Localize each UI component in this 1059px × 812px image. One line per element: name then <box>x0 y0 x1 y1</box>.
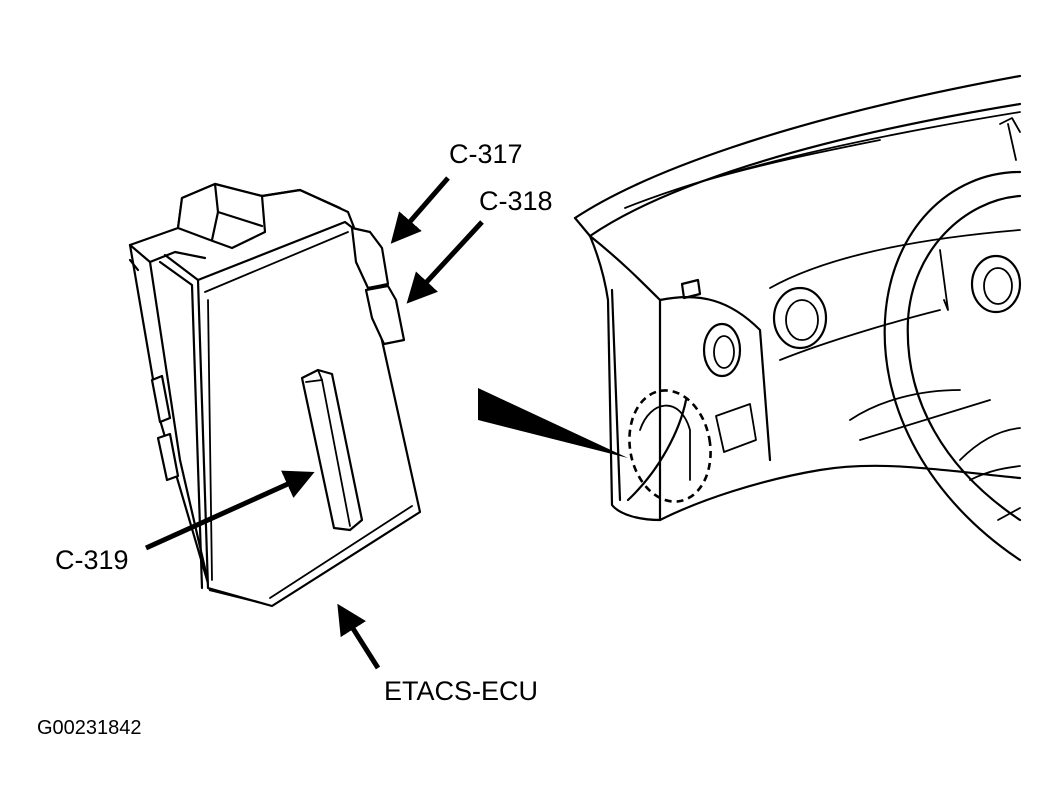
etacs-location-dashed-outline <box>628 389 712 503</box>
dash-gauge-right <box>970 254 1022 314</box>
label-etacs-ecu: ETACS-ECU <box>384 676 539 706</box>
etacs-ecu-module <box>128 182 422 608</box>
dashboard-drawing <box>573 74 1022 562</box>
module-top-rim <box>148 250 207 264</box>
arrow-etacs <box>337 603 381 670</box>
connector-c318 <box>364 284 406 346</box>
dash-small-button <box>680 278 702 300</box>
callout-arrows <box>144 176 484 670</box>
figure-id: G00231842 <box>37 717 142 739</box>
arrow-c318 <box>406 220 484 304</box>
arrow-c319 <box>144 470 315 551</box>
connector-c317 <box>350 226 390 290</box>
arrow-c317 <box>390 176 450 244</box>
module-top-latch <box>176 182 267 250</box>
module-side-tab-1 <box>150 374 172 424</box>
dash-left-end-panel <box>588 234 662 522</box>
label-c318: C-318 <box>479 186 553 216</box>
module-side-tab-2 <box>156 432 180 482</box>
dash-gauge-left <box>772 286 828 350</box>
location-pointer-wedge <box>478 388 628 458</box>
label-c319: C-319 <box>55 545 129 575</box>
dash-upper-outline <box>573 74 1022 220</box>
dash-left-vent <box>702 322 742 378</box>
label-c317: C-317 <box>449 139 523 169</box>
steering-wheel-outer <box>883 170 1022 562</box>
